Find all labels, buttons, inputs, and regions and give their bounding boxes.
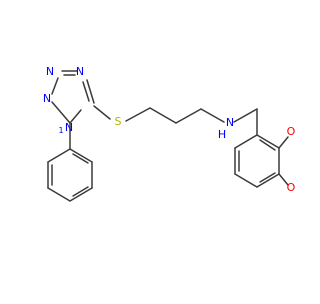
bond-dx-1 (278, 136, 289, 149)
bond-ph-1 (47, 148, 71, 163)
bond-dx-2 (278, 173, 289, 186)
bond-n1-c1 (51, 101, 71, 124)
bond-n4-c5 (86, 79, 95, 104)
atom-h: H (218, 128, 226, 141)
bond-c5-s (93, 105, 111, 120)
bond-ph-inner-3 (72, 153, 89, 164)
atom-s: S (115, 115, 122, 128)
bond-c5-c1 (69, 109, 82, 124)
molecule-structure: N N N N 1 S H N O O (43, 65, 296, 202)
bond-bz-5 (256, 173, 280, 188)
atom-n-tetrazole-ring-left: N (43, 92, 51, 105)
bond-c2-c3 (175, 108, 202, 124)
atom-o-upper: O (287, 125, 296, 138)
bond-s-c1 (125, 107, 151, 122)
molecule-canvas: N N N N 1 S H N O O (42, 65, 296, 202)
bond-ph-3 (47, 187, 71, 202)
bond-bz-4 (234, 173, 258, 188)
atom-o-lower: O (287, 181, 296, 194)
bond-n-ch2 (233, 108, 258, 123)
atom-n-tetrazole-top-right: N (76, 65, 84, 78)
bond-n2-n1 (51, 77, 59, 95)
bond-ph-inner-2 (72, 186, 89, 197)
bond-bz-7 (256, 134, 280, 149)
bond-bz-2 (234, 134, 258, 149)
atom-n-amine: N (226, 116, 234, 129)
bond-ph-6 (69, 148, 93, 163)
bond-n4-c5-double (82, 81, 90, 102)
bond-bz-inner-3 (259, 139, 276, 151)
bond-c1-c2 (149, 107, 177, 124)
bond-ph-4 (69, 187, 93, 202)
atom-n-tetrazole-left: N (65, 121, 73, 134)
atom-n-tetrazole-top-left: N (46, 65, 54, 78)
bond-bz-inner-2 (259, 172, 276, 183)
atom-n-tetrazole-subscript: 1 (58, 126, 63, 135)
bonds (47, 70, 289, 202)
atom-labels: N N N N 1 S H N O O (43, 65, 296, 194)
bond-c3-n (200, 108, 225, 123)
